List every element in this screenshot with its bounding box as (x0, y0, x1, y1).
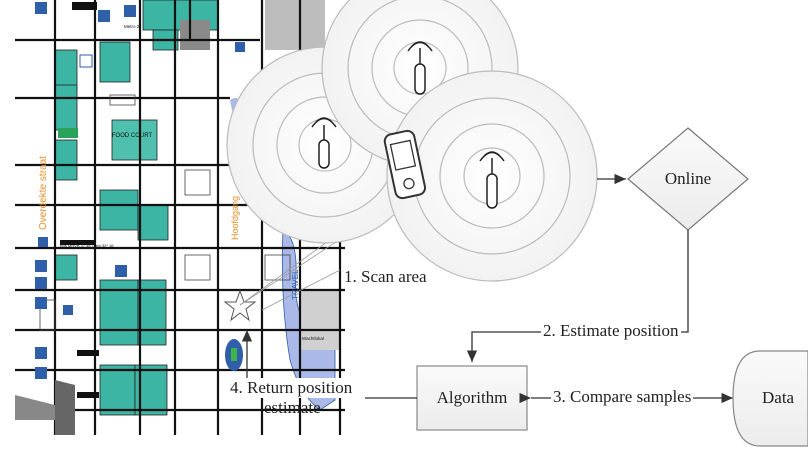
transit-icons (35, 2, 245, 379)
algorithm-label: Algorithm (436, 388, 508, 407)
data-label: Data (762, 388, 795, 407)
street-left-label: Overdekte straat (38, 156, 49, 230)
step-return-label-2: estimate (264, 398, 321, 417)
antenna-icon (407, 41, 433, 95)
data-node (732, 350, 808, 447)
online-label: Online (664, 169, 712, 188)
street-right-label: TRAVEL (291, 269, 300, 300)
street-mid-label: Hoofdgang (230, 196, 240, 240)
step-scan-label: 1. Scan area (344, 267, 427, 286)
antenna-icon (311, 117, 337, 169)
algorithm-node (416, 365, 528, 431)
position-star-icon (223, 289, 257, 322)
shop-label: Wachtlokal (302, 336, 324, 341)
food-court-label: FOOD COURT (112, 133, 153, 139)
antenna-icon (479, 151, 505, 209)
phone-icon (383, 129, 427, 200)
metro-top-label: Metro 2 (124, 24, 140, 29)
info-marker-icon (225, 339, 243, 371)
step-return-label-1: 4. Return position (228, 378, 355, 398)
step-estimate-label: 2. Estimate position (541, 321, 681, 341)
step-compare-label: 3. Compare samples (551, 387, 694, 407)
bus-label: Bus MRVB 37 48 Tram 32* 16 (60, 243, 114, 248)
shop-blocks (54, 0, 219, 416)
